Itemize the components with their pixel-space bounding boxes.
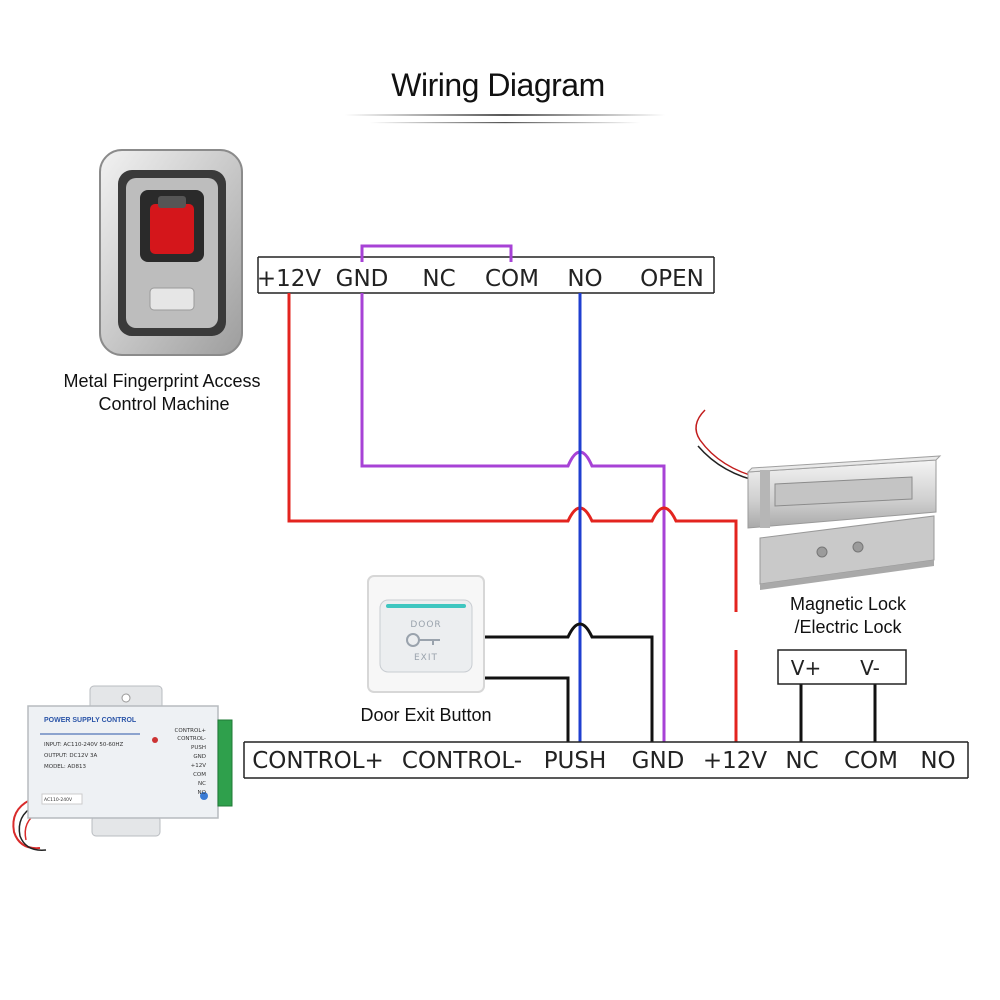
lock-caption-line2: /Electric Lock	[794, 617, 902, 637]
fingerprint-reader-caption-line2: Control Machine	[98, 394, 229, 414]
title-underline-2	[370, 122, 640, 124]
psu-terminal-gnd: GND	[632, 748, 685, 774]
psu-terminal-push: PUSH	[544, 748, 607, 774]
fp-terminal-open: OPEN	[640, 266, 704, 292]
psu-terminal-strip	[243, 741, 969, 779]
fp-terminal-no: NO	[567, 266, 602, 292]
red-12v-wire	[287, 293, 738, 612]
psu-terminal-com: COM	[844, 748, 898, 774]
button-face-door: DOOR	[410, 620, 441, 630]
psu-terminal-no: NO	[920, 748, 955, 774]
fingerprint-reader-caption-line1: Metal Fingerprint Access	[63, 371, 260, 391]
psu-output-line: OUTPUT: DC12V 3A	[44, 753, 97, 759]
fp-terminal-12v: +12V	[257, 266, 322, 292]
power-supply-image	[12, 685, 233, 851]
psu-terminal-control-plus: CONTROL+	[252, 748, 384, 774]
fingerprint-reader-image	[99, 149, 243, 356]
door-exit-button-caption: Door Exit Button	[360, 705, 491, 725]
psu-side-label-2: PUSH	[191, 745, 206, 751]
psu-terminal-12v: +12V	[703, 748, 768, 774]
black-button-wire-2	[480, 676, 570, 742]
black-button-wire-1	[480, 622, 654, 742]
psu-label: POWER SUPPLY CONTROL	[44, 717, 137, 724]
lock-terminal-vplus: V+	[791, 656, 821, 680]
button-face-exit: EXIT	[414, 653, 438, 663]
page-title: Wiring Diagram	[391, 67, 604, 103]
fp-terminal-com: COM	[485, 266, 539, 292]
psu-side-label-3: GND	[193, 754, 206, 760]
fp-terminal-nc: NC	[422, 266, 455, 292]
lock-terminal-box	[777, 649, 907, 685]
psu-terminal-nc: NC	[785, 748, 818, 774]
fingerprint-terminal-strip	[257, 256, 715, 294]
psu-side-label-0: CONTROL+	[175, 728, 207, 734]
psu-terminal-control-minus: CONTROL-	[402, 748, 522, 774]
title-underline	[345, 114, 665, 116]
lock-caption-line1: Magnetic Lock	[790, 594, 907, 614]
purple-jumper-wire	[360, 244, 513, 262]
lock-terminal-vminus: V-	[860, 656, 880, 680]
psu-ac-label: AC110-240V	[44, 797, 73, 803]
magnetic-lock-image	[695, 409, 942, 590]
psu-side-label-6: NC	[198, 781, 206, 787]
psu-model-line: MODEL: AD813	[44, 764, 86, 770]
door-exit-button-image	[367, 575, 485, 693]
psu-side-label-1: CONTROL-	[177, 736, 206, 742]
psu-input-line: INPUT: AC110-240V 50-60HZ	[44, 742, 124, 748]
fp-terminal-gnd: GND	[336, 266, 389, 292]
psu-side-label-5: COM	[193, 772, 206, 778]
psu-side-label-4: +12V	[191, 763, 207, 769]
psu-side-label-7: NO	[198, 790, 207, 796]
